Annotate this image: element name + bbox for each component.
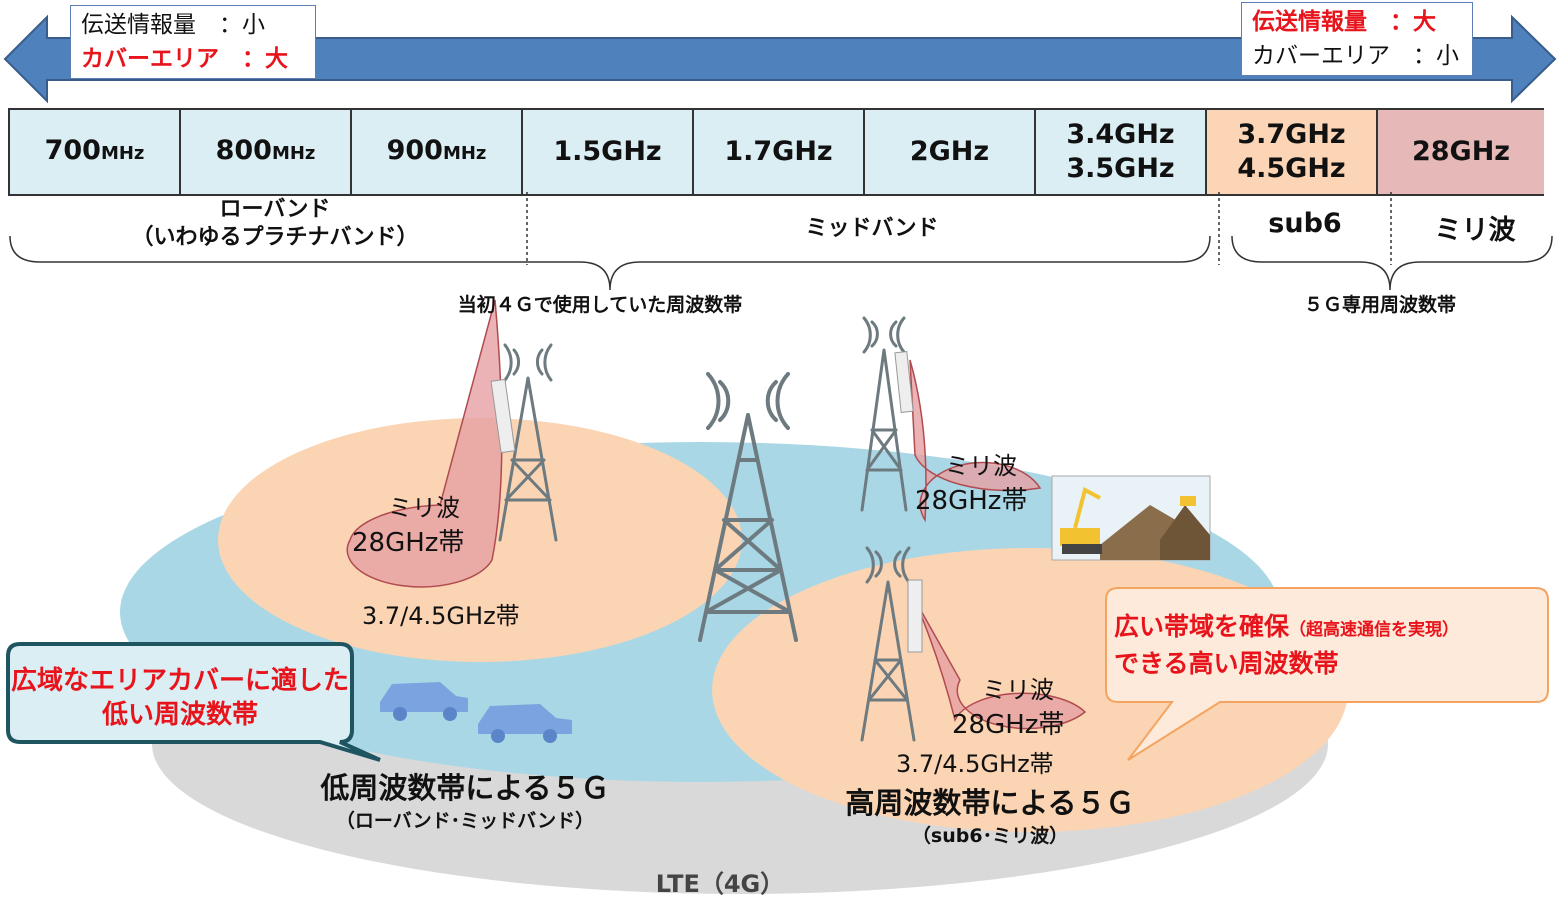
band-cell-28ghz: 28GHz xyxy=(1378,110,1544,194)
callout-low-line1: 広域なエリアカバーに適した xyxy=(10,666,349,696)
band-cell-2ghz: 2GHz xyxy=(865,110,1036,194)
low-band-label: ローバンド （いわゆるプラチナバンド） xyxy=(131,197,419,250)
info-transmission-small: 伝送情報量 ：小 xyxy=(81,12,265,38)
high-frequency-info-box: 伝送情報量 ：大 カバーエリア ：小 xyxy=(1241,2,1473,76)
mmwave-label: ミリ波 xyxy=(1434,215,1516,246)
mmwave-freq-left: 28GHz帯 xyxy=(352,528,465,558)
band-cell-800mhz: 800MHz xyxy=(181,110,352,194)
info-coverage-small: カバーエリア ：小 xyxy=(1252,43,1459,69)
low-frequency-info-box: 伝送情報量 ：小 カバーエリア ：大 xyxy=(70,5,316,79)
mid-band-label: ミッドバンド xyxy=(805,216,939,241)
frequency-band-table: 700MHz 800MHz 900MHz 1.5GHz 1.7GHz 2GHz … xyxy=(8,108,1544,196)
sub6-label: sub6 xyxy=(1268,208,1342,239)
band-cell-1-5ghz: 1.5GHz xyxy=(523,110,694,194)
construction-site-illustration xyxy=(1051,475,1211,561)
antenna-panel-bottom xyxy=(907,579,923,653)
initial-4g-bands-label: 当初４Ｇで使用していた周波数帯 xyxy=(457,294,743,316)
high-band-5g-title: 高周波数帯による５Ｇ xyxy=(845,786,1135,820)
sub6-freq-right: 3.7/4.5GHz帯 xyxy=(896,750,1054,778)
callout-high-line2: できる高い周波数帯 xyxy=(1114,649,1339,678)
mmwave-freq-top: 28GHz帯 xyxy=(915,486,1028,516)
frequency-direction-arrow xyxy=(3,14,1557,104)
band-cell-900mhz: 900MHz xyxy=(352,110,523,194)
dedicated-5g-bands-label: ５Ｇ専用周波数帯 xyxy=(1303,294,1456,316)
tower-icon-bottom-right xyxy=(860,546,916,742)
antenna-panel-left xyxy=(490,378,516,454)
callout-low-line2: 低い周波数帯 xyxy=(101,700,258,730)
lte-area-label: LTE（4G） xyxy=(655,870,785,898)
antenna-panel-top xyxy=(894,350,914,414)
low-band-5g-title: 低周波数帯による５Ｇ xyxy=(320,771,610,805)
tower-icon-top-right xyxy=(860,316,908,512)
info-transmission-large: 伝送情報量 ：大 xyxy=(1252,9,1436,35)
car-icon xyxy=(380,682,468,721)
mmwave-freq-right: 28GHz帯 xyxy=(952,710,1065,740)
callout-low-frequency-text: 広域なエリアカバーに適した 低い周波数帯 xyxy=(8,664,352,732)
low-band-5g-subtitle: （ローバンド･ミッドバンド） xyxy=(335,810,595,832)
info-coverage-large: カバーエリア ：大 xyxy=(81,46,288,72)
mmwave-text-top: ミリ波 xyxy=(945,452,1017,480)
tower-icon-left xyxy=(498,343,558,542)
high-band-5g-subtitle: （sub6･ミリ波） xyxy=(911,825,1069,847)
callout-high-line1: 広い帯域を確保 xyxy=(1114,612,1290,641)
double-arrow-shape xyxy=(3,14,1557,104)
band-cell-700mhz: 700MHz xyxy=(10,110,181,194)
callout-high-line1-note: （超高速通信を実現） xyxy=(1289,620,1460,640)
band-cell-1-7ghz: 1.7GHz xyxy=(694,110,865,194)
tower-icon-center xyxy=(698,372,798,642)
car-icon xyxy=(478,704,572,743)
callout-high-frequency-text: 広い帯域を確保（超高速通信を実現） できる高い周波数帯 xyxy=(1114,610,1544,681)
mmwave-text-left: ミリ波 xyxy=(388,494,460,522)
sub6-freq-left: 3.7/4.5GHz帯 xyxy=(362,602,520,630)
mmwave-text-right: ミリ波 xyxy=(982,676,1054,704)
